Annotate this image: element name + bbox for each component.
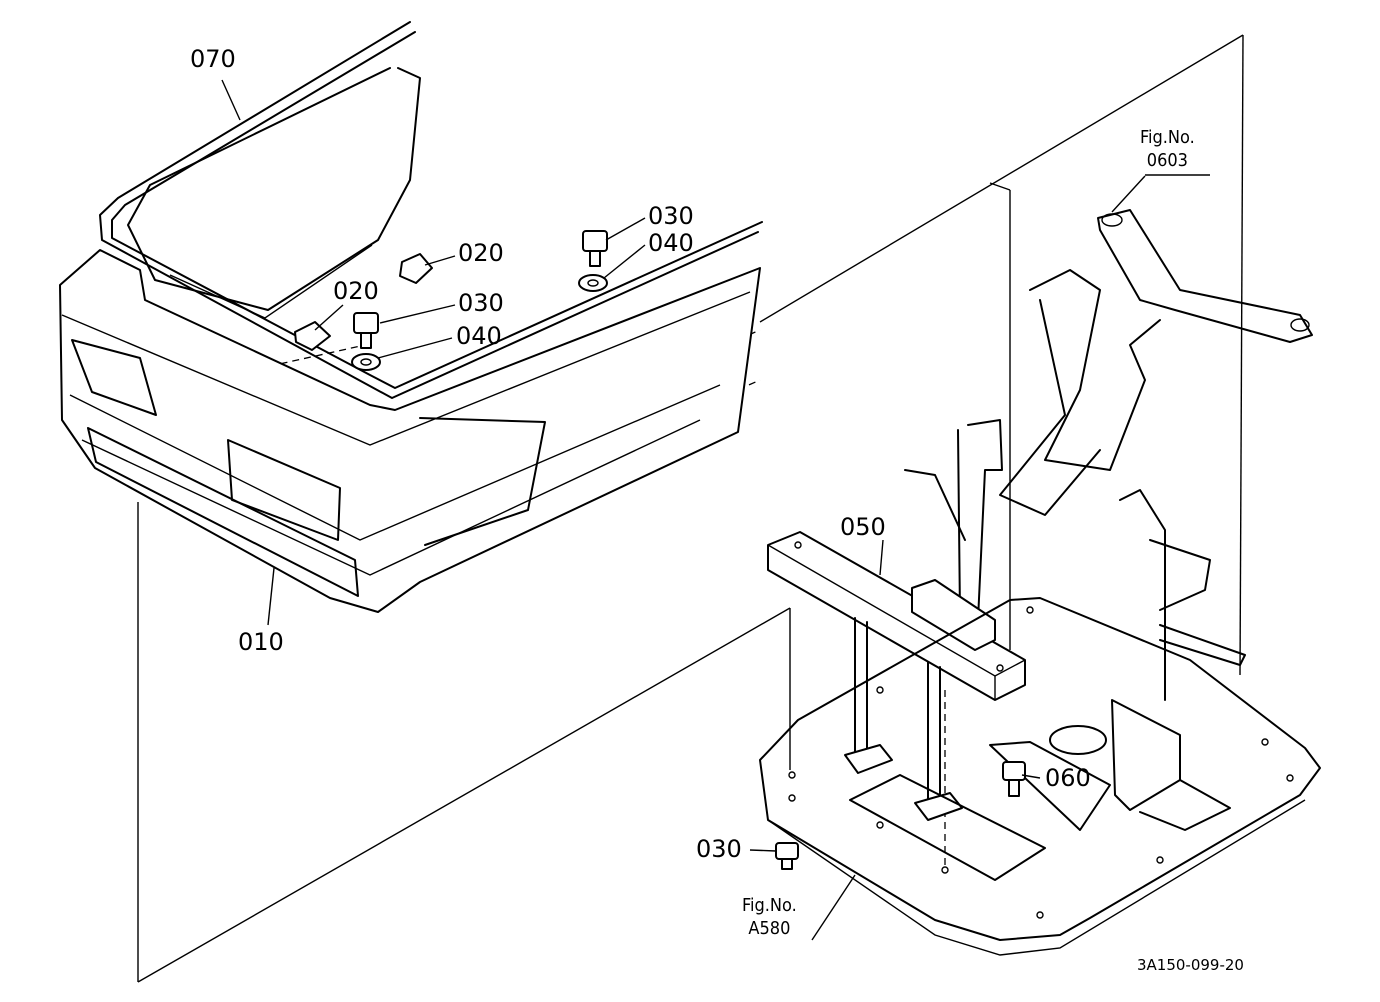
callout-030-upper: 030: [648, 202, 694, 230]
callout-050: 050: [840, 513, 886, 541]
callout-040-middle: 040: [456, 322, 502, 350]
floor-plate: [759, 597, 1321, 956]
drawing-code: 3A150-099-20: [1137, 956, 1244, 974]
bolt-030-lower: [775, 842, 799, 870]
callout-030-middle: 030: [458, 289, 504, 317]
bolt-030-upper: [582, 230, 608, 267]
callout-020-upper: 020: [458, 239, 504, 267]
washer-040-middle: [351, 353, 381, 371]
fig-reference-top-prefix: Fig.No.: [1140, 127, 1195, 148]
clip-nut-020-upper: [399, 253, 433, 284]
fig-reference-top: Fig.No. 0603: [1140, 127, 1195, 172]
fig-reference-top-number: 0603: [1146, 149, 1188, 171]
callout-020-lower: 020: [333, 277, 379, 305]
callout-040-upper: 040: [648, 229, 694, 257]
bolt-060: [1002, 761, 1026, 797]
clip-nut-020-lower: [294, 321, 331, 351]
hood-part-010: [59, 67, 761, 613]
support-bar-part-050: [767, 531, 1026, 821]
seal-strip-part-070: [99, 21, 763, 399]
callout-060: 060: [1045, 764, 1091, 792]
leader-lines: [221, 79, 1210, 941]
fig-reference-bottom-prefix: Fig.No.: [742, 895, 797, 916]
washer-040-upper: [578, 274, 608, 292]
bolt-030-middle: [353, 312, 379, 349]
frame-bracket: [904, 209, 1313, 701]
callout-010: 010: [238, 628, 284, 656]
callout-030-lower: 030: [696, 835, 742, 863]
fig-reference-bottom: Fig.No. A580: [742, 895, 797, 940]
callout-070: 070: [190, 45, 236, 73]
fig-reference-bottom-number: A580: [748, 917, 791, 939]
